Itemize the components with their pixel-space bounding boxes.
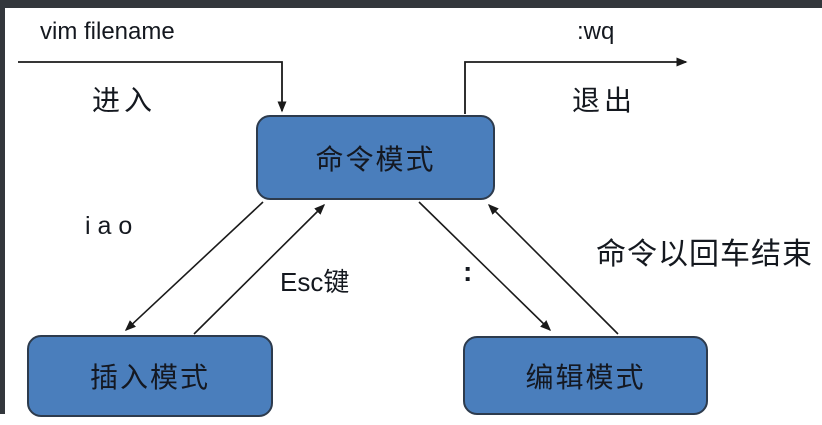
arrow-command-to-edit [418,201,552,332]
label-insert-keys: i a o [85,212,133,240]
arrow-insert-to-command [193,203,326,335]
window-frame-top [0,0,822,8]
label-exit: 退出 [572,85,637,116]
node-edit-mode-label: 编辑模式 [525,361,646,393]
arrow-exit [464,57,688,114]
node-edit-mode: 编辑模式 [463,336,708,415]
node-insert-mode-label: 插入模式 [89,362,210,393]
label-esc-key: Esc键 [280,267,350,297]
label-colon-key: : [463,256,473,287]
arrow-edit-to-command [487,203,619,335]
label-exit-command: :wq [577,18,615,45]
label-enter: 进入 [92,85,157,116]
window-frame-left [0,0,5,414]
arrow-command-to-insert [124,201,264,332]
label-command-enter-note: 命令以回车结束 [596,238,813,271]
arrow-enter [18,61,287,113]
node-insert-mode: 插入模式 [27,335,273,417]
node-command-mode-label: 命令模式 [315,143,436,175]
node-command-mode: 命令模式 [256,115,495,200]
label-enter-command: vim filename [40,18,175,45]
